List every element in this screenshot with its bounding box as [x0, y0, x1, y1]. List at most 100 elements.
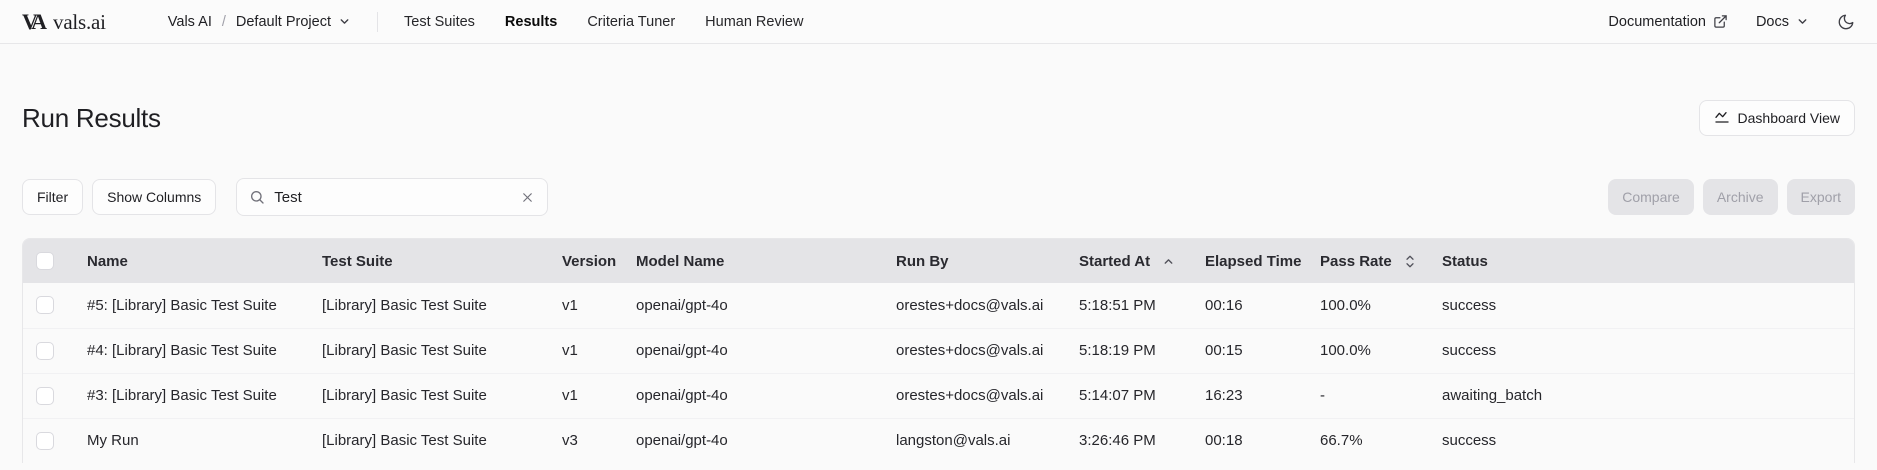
- cell-name: #5: [Library] Basic Test Suite: [87, 296, 277, 314]
- vals-logo[interactable]: VA vals.ai: [22, 9, 106, 35]
- cell-name: #3: [Library] Basic Test Suite: [87, 387, 277, 404]
- vals-monogram-icon: VA: [22, 8, 47, 34]
- page-header: Run Results Dashboard View: [22, 98, 1855, 138]
- tab-human-review[interactable]: Human Review: [705, 13, 804, 30]
- cell-pass-rate: -: [1320, 387, 1325, 404]
- export-button[interactable]: Export: [1786, 179, 1855, 215]
- column-header-name: Name: [87, 252, 128, 270]
- cell-version: v3: [562, 432, 578, 450]
- clear-search-icon[interactable]: [520, 190, 535, 205]
- column-header-elapsed-time: Elapsed Time: [1205, 252, 1302, 270]
- breadcrumb-org[interactable]: Vals AI: [167, 13, 212, 30]
- cell-status: awaiting_batch: [1442, 387, 1543, 404]
- table-row[interactable]: #3: [Library] Basic Test Suite [Library]…: [23, 373, 1854, 418]
- filter-button[interactable]: Filter: [22, 179, 84, 215]
- row-checkbox[interactable]: [36, 431, 54, 450]
- cell-test-suite: [Library] Basic Test Suite: [322, 387, 487, 404]
- documentation-link[interactable]: Documentation: [1608, 14, 1728, 30]
- nav-divider: [377, 11, 378, 32]
- cell-model-name: openai/gpt-4o: [636, 296, 728, 314]
- tab-results[interactable]: Results: [504, 13, 558, 30]
- tab-test-suites[interactable]: Test Suites: [404, 13, 475, 30]
- breadcrumb-separator: /: [221, 13, 226, 30]
- row-checkbox[interactable]: [36, 386, 54, 405]
- cell-status: success: [1442, 342, 1497, 359]
- dashboard-view-button[interactable]: Dashboard View: [1698, 100, 1855, 136]
- select-all-checkbox[interactable]: [36, 252, 54, 270]
- logo-text: vals.ai: [53, 9, 106, 34]
- external-link-icon: [1713, 14, 1728, 29]
- tab-criteria-tuner[interactable]: Criteria Tuner: [587, 13, 676, 30]
- project-switcher[interactable]: Default Project: [236, 14, 351, 30]
- cell-pass-rate: 100.0%: [1320, 342, 1371, 359]
- moon-icon[interactable]: [1837, 13, 1855, 31]
- cell-test-suite: [Library] Basic Test Suite: [322, 432, 487, 450]
- cell-name: My Run: [87, 432, 139, 450]
- cell-version: v1: [562, 342, 578, 359]
- toolbar: Filter Show Columns Compare Archive Expo…: [22, 178, 1855, 216]
- cell-started-at: 5:14:07 PM: [1079, 387, 1156, 404]
- cell-pass-rate: 66.7%: [1320, 432, 1363, 450]
- toolbar-right: Compare Archive Export: [1608, 179, 1855, 215]
- cell-test-suite: [Library] Basic Test Suite: [322, 296, 487, 314]
- search-input[interactable]: [274, 188, 512, 206]
- cell-model-name: openai/gpt-4o: [636, 342, 728, 359]
- toolbar-left: Filter Show Columns: [22, 179, 217, 215]
- column-header-status: Status: [1442, 252, 1488, 270]
- documentation-label: Documentation: [1608, 13, 1706, 30]
- docs-label: Docs: [1755, 13, 1789, 30]
- page-title: Run Results: [22, 102, 161, 133]
- table-row[interactable]: My Run [Library] Basic Test Suite v3 ope…: [23, 418, 1854, 463]
- cell-started-at: 3:26:46 PM: [1079, 432, 1156, 450]
- project-name: Default Project: [235, 13, 331, 30]
- cell-status: success: [1442, 432, 1497, 450]
- cell-started-at: 5:18:19 PM: [1079, 342, 1156, 359]
- sort-ascending-icon[interactable]: [1162, 255, 1175, 268]
- sort-toggle-icon[interactable]: [1404, 254, 1416, 269]
- dashboard-view-label: Dashboard View: [1737, 110, 1840, 126]
- table-row[interactable]: #4: [Library] Basic Test Suite [Library]…: [23, 328, 1854, 373]
- row-checkbox[interactable]: [36, 296, 54, 315]
- cell-version: v1: [562, 387, 578, 404]
- chevron-down-icon: [338, 15, 351, 28]
- cell-run-by: orestes+docs@vals.ai: [896, 342, 1044, 359]
- cell-elapsed-time: 00:18: [1205, 432, 1243, 450]
- chevron-down-icon: [1796, 15, 1809, 28]
- cell-elapsed-time: 16:23: [1205, 387, 1243, 404]
- navbar-right: Documentation Docs: [1608, 13, 1855, 31]
- compare-button[interactable]: Compare: [1608, 179, 1694, 215]
- column-header-started-at[interactable]: Started At: [1063, 239, 1189, 283]
- column-header-test-suite: Test Suite: [322, 252, 393, 270]
- cell-model-name: openai/gpt-4o: [636, 432, 728, 450]
- cell-model-name: openai/gpt-4o: [636, 387, 728, 404]
- column-header-pass-rate[interactable]: Pass Rate: [1304, 239, 1426, 283]
- table-row[interactable]: #5: [Library] Basic Test Suite [Library]…: [23, 283, 1854, 328]
- cell-name: #4: [Library] Basic Test Suite: [87, 342, 277, 359]
- cell-version: v1: [562, 296, 578, 314]
- search-icon: [249, 189, 265, 205]
- breadcrumb: Vals AI / Default Project: [168, 14, 351, 30]
- run-results-table: Name Test Suite Version Model Name Run B…: [23, 239, 1854, 463]
- table-header-row: Name Test Suite Version Model Name Run B…: [23, 239, 1854, 283]
- row-checkbox[interactable]: [36, 341, 54, 360]
- column-header-run-by: Run By: [896, 252, 949, 270]
- cell-pass-rate: 100.0%: [1320, 296, 1371, 314]
- docs-menu[interactable]: Docs: [1756, 14, 1809, 30]
- search-box[interactable]: [236, 178, 549, 216]
- cell-status: success: [1442, 296, 1497, 314]
- cell-run-by: orestes+docs@vals.ai: [896, 387, 1044, 404]
- run-results-table-container: Name Test Suite Version Model Name Run B…: [22, 238, 1855, 463]
- cell-run-by: langston@vals.ai: [896, 432, 1011, 450]
- archive-button[interactable]: Archive: [1702, 179, 1778, 215]
- column-header-model-name: Model Name: [636, 252, 725, 270]
- cell-elapsed-time: 00:16: [1205, 296, 1243, 314]
- navbar: VA vals.ai Vals AI / Default Project Tes…: [0, 0, 1877, 44]
- column-header-version: Version: [562, 252, 617, 270]
- cell-started-at: 5:18:51 PM: [1079, 296, 1156, 314]
- table-body: #5: [Library] Basic Test Suite [Library]…: [23, 283, 1854, 463]
- cell-run-by: orestes+docs@vals.ai: [896, 296, 1044, 314]
- cell-elapsed-time: 00:15: [1205, 342, 1243, 359]
- line-chart-icon: [1714, 110, 1730, 126]
- show-columns-button[interactable]: Show Columns: [92, 179, 217, 215]
- cell-test-suite: [Library] Basic Test Suite: [322, 342, 487, 359]
